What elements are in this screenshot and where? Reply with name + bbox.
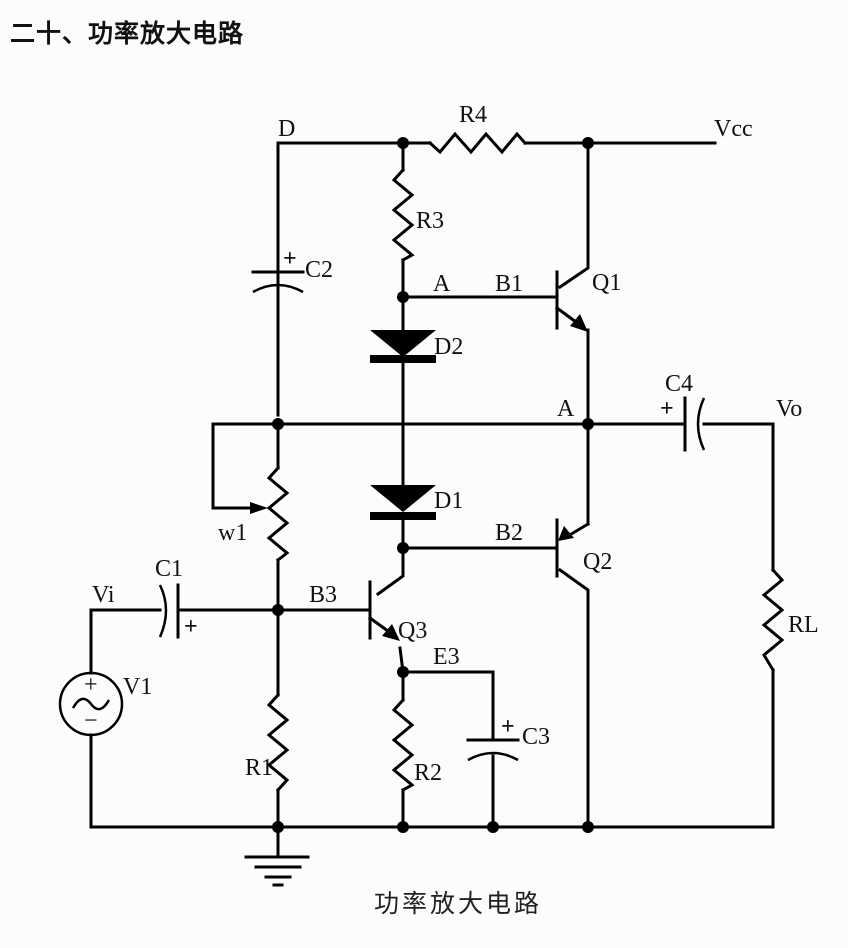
label-q1: Q1 bbox=[592, 270, 621, 296]
label-d: D bbox=[278, 116, 295, 142]
potentiometer-w1 bbox=[266, 465, 290, 563]
label-vcc: Vcc bbox=[714, 116, 753, 142]
transistor-q3 bbox=[367, 580, 400, 641]
label-d2: D2 bbox=[434, 334, 463, 360]
c2-plus: + bbox=[283, 246, 297, 272]
figure-caption: 功率放大电路 bbox=[374, 889, 542, 918]
resistor-r2 bbox=[391, 697, 415, 793]
diode-d2 bbox=[370, 330, 436, 363]
c3-plus: + bbox=[501, 714, 515, 740]
ac-source-v1 bbox=[58, 671, 124, 737]
capacitor-c1 bbox=[158, 583, 180, 639]
c1-plus: + bbox=[184, 614, 198, 640]
label-c3: C3 bbox=[522, 724, 550, 750]
label-b3: B3 bbox=[309, 582, 337, 608]
c4-plus: + bbox=[660, 396, 674, 422]
capacitor-c2 bbox=[251, 270, 305, 294]
label-r3: R3 bbox=[416, 208, 444, 234]
label-e3: E3 bbox=[433, 644, 460, 670]
label-r4: R4 bbox=[459, 102, 487, 128]
label-c2: C2 bbox=[305, 257, 333, 283]
wires bbox=[89, 141, 775, 859]
label-b1: B1 bbox=[495, 271, 523, 297]
ground-icon bbox=[244, 855, 310, 887]
label-r1: R1 bbox=[245, 755, 273, 781]
label-a-top: A bbox=[433, 271, 451, 297]
wire-w1-loop bbox=[211, 422, 280, 510]
label-b2: B2 bbox=[495, 520, 523, 546]
capacitor-c4 bbox=[683, 396, 706, 452]
label-w1: w1 bbox=[218, 520, 247, 546]
label-rl: RL bbox=[788, 612, 819, 638]
label-d1: D1 bbox=[434, 488, 463, 514]
label-vi: Vi bbox=[92, 582, 115, 608]
label-c1: C1 bbox=[155, 556, 183, 582]
section-heading: 二十、功率放大电路 bbox=[10, 19, 245, 48]
label-q3: Q3 bbox=[398, 618, 427, 644]
wire-d-left bbox=[276, 141, 405, 417]
v1-plus: + bbox=[84, 672, 98, 698]
transistor-q2 bbox=[555, 518, 591, 578]
resistor-r1 bbox=[266, 692, 290, 793]
label-vo: Vo bbox=[776, 396, 802, 422]
capacitor-c3 bbox=[466, 738, 520, 762]
label-a-mid: A bbox=[557, 396, 575, 422]
resistor-rl bbox=[761, 567, 785, 673]
label-r2: R2 bbox=[414, 760, 442, 786]
v1-minus: − bbox=[84, 708, 98, 734]
diode-d1 bbox=[370, 485, 436, 520]
potentiometer-w1-wiper-arrow bbox=[250, 502, 268, 514]
label-v1: V1 bbox=[123, 674, 152, 700]
resistor-r4 bbox=[427, 131, 528, 155]
junction-dots bbox=[272, 137, 594, 833]
transistor-q1 bbox=[554, 270, 588, 332]
resistor-r3 bbox=[391, 167, 415, 263]
label-q2: Q2 bbox=[583, 549, 612, 575]
label-c4: C4 bbox=[665, 371, 693, 397]
